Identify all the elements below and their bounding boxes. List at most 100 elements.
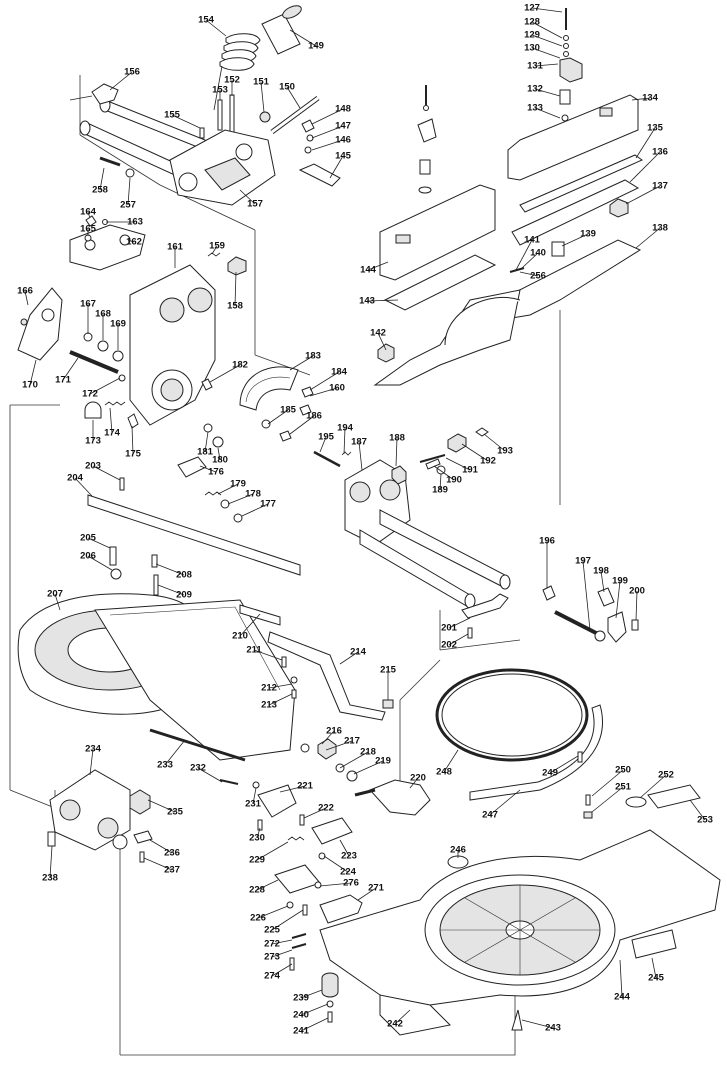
part-number-258: 258	[92, 184, 108, 196]
leader-258	[99, 167, 105, 191]
leader-194	[343, 427, 346, 455]
part-number-271: 271	[368, 882, 384, 894]
handle-assembly	[17, 215, 314, 523]
leader-192	[461, 443, 489, 462]
leader-273	[271, 949, 293, 958]
part-number-144: 144	[360, 264, 376, 276]
part-number-129: 129	[524, 29, 540, 41]
part-number-197: 197	[575, 555, 591, 567]
part-number-253: 253	[697, 814, 713, 826]
leader-130	[531, 47, 561, 59]
rear-rod-assembly	[313, 427, 639, 643]
part-number-203: 203	[85, 460, 101, 472]
part-number-180: 180	[212, 454, 228, 466]
part-number-211: 211	[246, 644, 262, 656]
grip-assembly	[252, 738, 431, 971]
base-assembly	[319, 668, 721, 1036]
leader-lines	[24, 7, 706, 1032]
leader-257	[127, 177, 131, 206]
part-number-232: 232	[190, 762, 206, 774]
leader-211	[253, 649, 283, 661]
leader-218	[339, 751, 369, 769]
part-number-191: 191	[462, 464, 478, 476]
leader-243	[521, 1019, 554, 1029]
part-number-175: 175	[125, 448, 141, 460]
leader-139	[561, 233, 589, 247]
part-number-135: 135	[647, 122, 663, 134]
part-number-127: 127	[524, 2, 540, 14]
leader-226	[257, 905, 289, 919]
part-number-239: 239	[293, 992, 309, 1004]
leader-133	[534, 107, 561, 119]
leader-159	[211, 245, 218, 255]
part-number-152: 152	[224, 74, 240, 86]
part-number-222: 222	[318, 802, 334, 814]
part-number-205: 205	[80, 532, 96, 544]
leader-184	[309, 371, 340, 391]
leader-128	[531, 21, 563, 39]
leader-198	[600, 570, 605, 593]
leader-138	[635, 227, 661, 249]
leader-271	[357, 887, 377, 901]
part-number-192: 192	[480, 455, 496, 467]
sleeve-149	[261, 5, 302, 55]
part-number-176: 176	[208, 466, 224, 478]
leader-185	[267, 409, 289, 425]
part-number-164: 164	[80, 206, 96, 218]
leader-189	[439, 473, 442, 491]
leader-252	[639, 774, 667, 799]
part-number-161: 161	[167, 241, 183, 253]
part-number-195: 195	[318, 431, 334, 443]
part-number-215: 215	[380, 664, 396, 676]
leader-140	[521, 252, 539, 269]
part-number-178: 178	[245, 488, 261, 500]
leader-200	[635, 590, 638, 621]
part-number-210: 210	[232, 630, 248, 642]
leader-156	[109, 71, 133, 91]
part-number-235: 235	[167, 806, 183, 818]
leader-197	[582, 560, 591, 631]
leader-208	[155, 563, 185, 576]
leader-239	[300, 989, 323, 999]
leader-150	[286, 86, 301, 109]
part-number-221: 221	[297, 780, 313, 792]
part-number-256: 256	[530, 270, 546, 282]
part-number-245: 245	[648, 972, 664, 984]
leader-157	[239, 189, 256, 205]
leader-170	[29, 359, 37, 386]
leader-162	[127, 239, 135, 243]
leader-172	[89, 377, 121, 395]
leader-249	[549, 755, 579, 774]
leader-276	[319, 882, 352, 887]
motor-housing-parts	[47, 769, 153, 863]
leader-135	[635, 127, 656, 159]
part-number-196: 196	[539, 535, 555, 547]
leader-247	[489, 789, 521, 816]
leader-154	[205, 19, 227, 37]
leader-210	[239, 613, 261, 637]
part-number-249: 249	[542, 767, 558, 779]
part-number-218: 218	[360, 746, 376, 758]
part-number-151: 151	[253, 76, 269, 88]
leader-151	[260, 81, 265, 113]
leader-164	[87, 211, 91, 219]
part-number-171: 171	[55, 374, 71, 386]
part-number-225: 225	[264, 924, 280, 936]
part-number-141: 141	[524, 234, 540, 246]
leader-183	[289, 355, 314, 371]
leader-190	[433, 465, 455, 481]
leader-201	[448, 617, 471, 629]
leader-223	[339, 839, 350, 857]
leader-174	[109, 407, 113, 434]
leader-137	[625, 185, 661, 205]
part-number-220: 220	[410, 772, 426, 784]
leader-143	[366, 299, 399, 302]
part-number-173: 173	[85, 435, 101, 447]
part-number-190: 190	[446, 474, 462, 486]
leader-214	[339, 651, 359, 665]
leader-235	[147, 799, 176, 813]
leader-228	[256, 879, 279, 891]
part-number-240: 240	[293, 1009, 309, 1021]
part-number-142: 142	[370, 327, 386, 339]
part-number-154: 154	[198, 14, 214, 26]
